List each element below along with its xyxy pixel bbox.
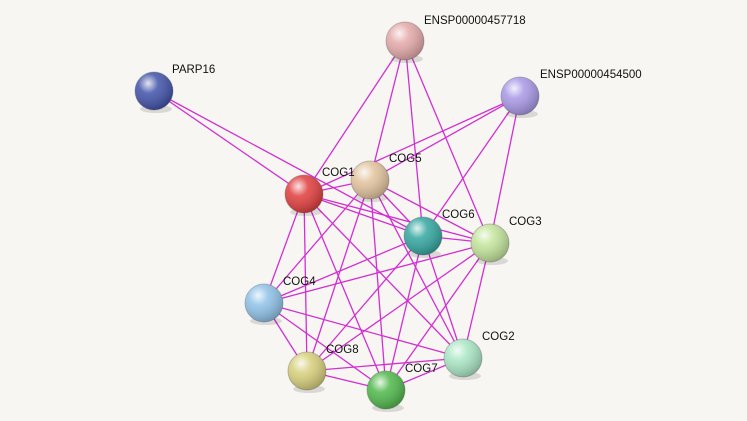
edge-ensp00000457718-cog3	[404, 40, 491, 244]
edge-cog4-cog2	[263, 302, 464, 359]
edge-ensp00000457718-cog6	[404, 40, 424, 237]
edge-cog1-cog3	[303, 193, 491, 244]
node-parp16[interactable]	[134, 71, 174, 113]
node-cog2[interactable]	[443, 338, 483, 380]
edge-ensp00000457718-cog1	[303, 40, 406, 195]
node-label-ensp00000454500: ENSP00000454500	[540, 69, 642, 81]
node-gloss	[245, 284, 283, 322]
node-cog7[interactable]	[366, 370, 406, 412]
node-label-cog7: COG7	[405, 363, 438, 375]
node-label-cog5: COG5	[389, 153, 422, 165]
node-label-cog3: COG3	[509, 216, 542, 228]
node-gloss	[444, 339, 482, 377]
edge-cog6-cog4	[263, 235, 424, 304]
node-label-ensp00000457718: ENSP00000457718	[424, 15, 526, 27]
edge-cog1-cog2	[303, 193, 464, 359]
nodes-layer	[134, 21, 540, 412]
node-cog8[interactable]	[287, 351, 327, 393]
node-label-parp16: PARP16	[172, 64, 215, 76]
edge-cog6-cog2	[422, 235, 464, 359]
edge-cog6-cog8	[306, 235, 424, 372]
node-label-cog2: COG2	[482, 331, 515, 343]
node-label-cog6: COG6	[442, 209, 475, 221]
edge-parp16-cog1	[153, 90, 305, 195]
edge-cog1-cog6	[303, 193, 424, 237]
edge-ensp00000454500-cog1	[303, 95, 521, 195]
node-cog1[interactable]	[284, 174, 324, 216]
node-gloss	[285, 175, 323, 213]
node-cog4[interactable]	[244, 283, 284, 325]
node-ensp00000454500[interactable]	[500, 76, 540, 118]
edge-cog1-cog7	[303, 193, 387, 391]
node-cog6[interactable]	[403, 216, 443, 258]
edge-cog5-cog4	[263, 179, 371, 304]
node-gloss	[386, 22, 424, 60]
edge-cog1-cog8	[303, 193, 308, 372]
edge-ensp00000457718-cog5	[369, 40, 406, 181]
node-gloss	[367, 371, 405, 409]
edge-cog5-cog2	[369, 179, 464, 359]
edge-ensp00000454500-cog3	[489, 95, 521, 244]
edge-cog1-cog4	[263, 193, 305, 304]
edge-cog3-cog2	[462, 242, 491, 359]
node-cog3[interactable]	[470, 223, 510, 265]
edge-parp16-cog6	[153, 90, 424, 237]
edge-cog8-cog2	[306, 357, 464, 372]
node-gloss	[501, 77, 539, 115]
node-gloss	[351, 161, 389, 199]
edge-cog5-cog8	[306, 179, 371, 372]
edge-cog5-cog7	[369, 179, 387, 391]
node-gloss	[404, 217, 442, 255]
node-gloss	[135, 72, 173, 110]
edge-ensp00000454500-cog6	[422, 95, 521, 237]
node-gloss	[288, 352, 326, 390]
edge-cog4-cog7	[263, 302, 387, 391]
edge-cog3-cog4	[263, 242, 491, 304]
node-ensp00000457718[interactable]	[385, 21, 425, 63]
node-label-cog4: COG4	[283, 276, 316, 288]
edge-ensp00000454500-cog5	[369, 95, 521, 181]
node-label-cog1: COG1	[322, 167, 355, 179]
edge-cog3-cog7	[385, 242, 491, 391]
node-gloss	[471, 224, 509, 262]
edge-cog5-cog3	[369, 179, 491, 244]
node-label-cog8: COG8	[326, 344, 359, 356]
node-cog5[interactable]	[350, 160, 390, 202]
edge-cog3-cog8	[306, 242, 491, 372]
